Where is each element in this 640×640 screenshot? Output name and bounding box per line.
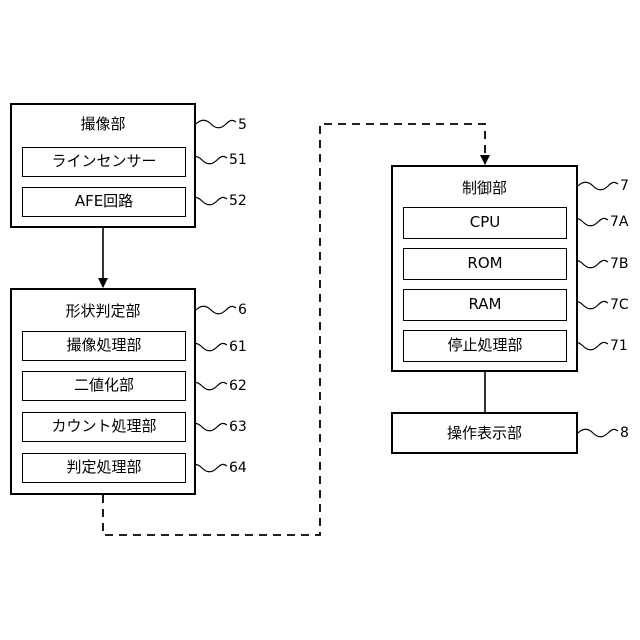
ref-63: 63 — [229, 419, 247, 435]
ref-51: 51 — [229, 152, 247, 168]
imaging-unit-box: 撮像部 ラインセンサー AFE回路 — [10, 103, 196, 228]
leader-line-8 — [578, 429, 618, 437]
ref-7A: 7A — [610, 214, 628, 230]
control-unit-box: 制御部 CPU ROM RAM 停止処理部 — [391, 165, 578, 372]
binarization-box: 二値化部 — [22, 371, 186, 401]
imaging-unit-title: 撮像部 — [12, 115, 194, 133]
rom-box: ROM — [403, 248, 567, 280]
stop-processing-box: 停止処理部 — [403, 330, 567, 362]
ref-7: 7 — [620, 178, 629, 194]
afe-circuit-box: AFE回路 — [22, 187, 186, 217]
cpu-box: CPU — [403, 207, 567, 239]
ref-7C: 7C — [610, 297, 629, 313]
ref-52: 52 — [229, 193, 247, 209]
ref-64: 64 — [229, 460, 247, 476]
count-processing-box: カウント処理部 — [22, 412, 186, 442]
ref-7B: 7B — [610, 256, 629, 272]
leader-line-6 — [196, 306, 236, 314]
control-unit-title: 制御部 — [393, 179, 576, 197]
ref-71: 71 — [610, 338, 628, 354]
shape-unit-title: 形状判定部 — [12, 302, 194, 320]
line-sensor-box: ラインセンサー — [22, 147, 186, 177]
operation-display-box: 操作表示部 — [391, 412, 578, 454]
leader-line-7 — [578, 182, 618, 190]
ram-box: RAM — [403, 289, 567, 321]
ref-61: 61 — [229, 339, 247, 355]
ref-8: 8 — [620, 425, 629, 441]
operation-display-title: 操作表示部 — [393, 424, 576, 442]
ref-62: 62 — [229, 378, 247, 394]
imaging-processing-box: 撮像処理部 — [22, 331, 186, 361]
shape-unit-box: 形状判定部 撮像処理部 二値化部 カウント処理部 判定処理部 — [10, 288, 196, 495]
judgment-processing-box: 判定処理部 — [22, 453, 186, 483]
ref-5: 5 — [238, 117, 247, 133]
ref-6: 6 — [238, 302, 247, 318]
leader-line-5 — [196, 120, 236, 128]
